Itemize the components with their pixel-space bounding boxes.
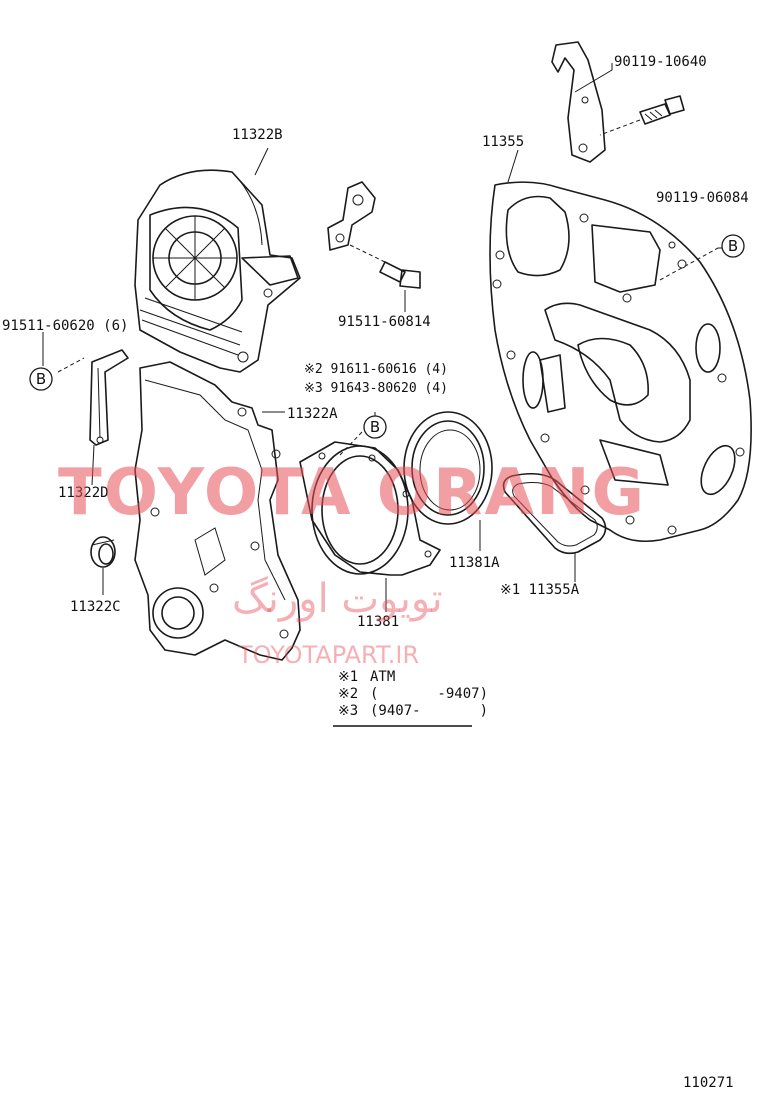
part-11355-end-plate (489, 181, 752, 543)
callout-11381A: 11381A (449, 555, 500, 571)
reference-marker-b-left: B (29, 367, 53, 391)
callout-91511-60814: 91511-60814 (338, 314, 431, 330)
note-3-text: (9407- ) (370, 703, 488, 719)
part-11322A-lower-cover (134, 361, 301, 661)
part-11322C-grommet (90, 536, 116, 568)
part-11322B-upper-cover (134, 169, 301, 373)
callout-91611-60616: ※2 91611-60616 (4) (304, 362, 448, 377)
note-3-mark: ※3 (338, 703, 358, 719)
callout-11322B: 11322B (232, 127, 283, 143)
part-91511-60814-bracket-bolt (327, 181, 421, 289)
callout-11322C: 11322C (70, 599, 121, 615)
callout-11322A: 11322A (287, 406, 338, 422)
watermark-persian: تویوت اورنگ (232, 576, 443, 622)
callout-91643-80620: ※3 91643-80620 (4) (304, 381, 448, 396)
part-11381-retainer (299, 441, 441, 576)
svg-text:B: B (370, 418, 380, 436)
callout-11322D: 11322D (58, 485, 109, 501)
part-11322D-strip (89, 349, 129, 446)
leader-lines (42, 63, 722, 612)
callout-11381: 11381 (357, 614, 399, 630)
watermark-brand: TOYOTA ORANG (58, 456, 646, 530)
watermark-url: TOYOTAPART.IR (237, 641, 419, 669)
part-90119-10640-bracket-bolt (551, 41, 685, 163)
note-1-mark: ※1 (338, 669, 358, 685)
note-2-mark: ※2 (338, 686, 358, 702)
svg-text:B: B (728, 237, 738, 255)
callout-90119-10640: 90119-10640 (614, 54, 707, 70)
part-11355A-gasket (502, 472, 607, 555)
svg-text:B: B (36, 370, 46, 388)
part-11381A-oil-seal (403, 411, 493, 525)
callout-11355A: ※1 11355A (500, 582, 580, 598)
reference-marker-b-top-right: B (721, 234, 745, 258)
figure-number: 110271 (683, 1075, 734, 1091)
callout-91511-60620: 91511-60620 (6) (2, 318, 128, 334)
notes-legend: ※1 ATM ※2 ( -9407) ※3 (9407- ) (333, 669, 488, 727)
note-2-text: ( -9407) (370, 686, 488, 702)
callout-90119-06084: 90119-06084 (656, 190, 749, 206)
callout-11355: 11355 (482, 134, 524, 150)
reference-marker-b-center: B (363, 415, 387, 439)
note-1-text: ATM (370, 669, 395, 685)
